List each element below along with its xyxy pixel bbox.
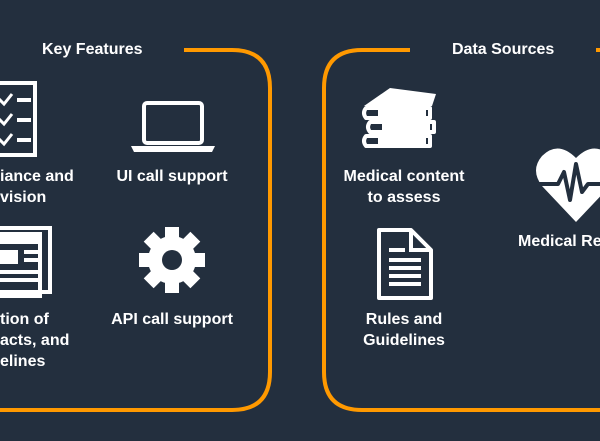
books-icon: [362, 88, 436, 148]
feature-label-ui-call-support: UI call support: [116, 168, 228, 185]
source-label-medical-records: Medical Re: [518, 233, 600, 250]
feature-label-compliance: iance and vision: [0, 168, 74, 206]
source-label-rules-guidelines: Rules and Guidelines: [363, 311, 445, 349]
source-label-medical-content: Medical content to assess: [343, 168, 465, 206]
gear-icon: [139, 227, 205, 293]
data-sources-heading: Data Sources: [452, 41, 555, 58]
data-sources-frame-left: [322, 48, 600, 412]
key-features-heading: Key Features: [42, 41, 143, 58]
feature-label-extraction: tion of acts, and elines: [0, 311, 70, 370]
laptop-icon: [131, 101, 215, 152]
document-layout-icon: [0, 226, 52, 298]
checklist-icon: [0, 81, 37, 157]
key-features-frame: [0, 48, 272, 412]
feature-label-api-call-support: API call support: [111, 311, 233, 328]
heart-pulse-icon: [536, 148, 600, 222]
document-icon: [377, 228, 433, 300]
